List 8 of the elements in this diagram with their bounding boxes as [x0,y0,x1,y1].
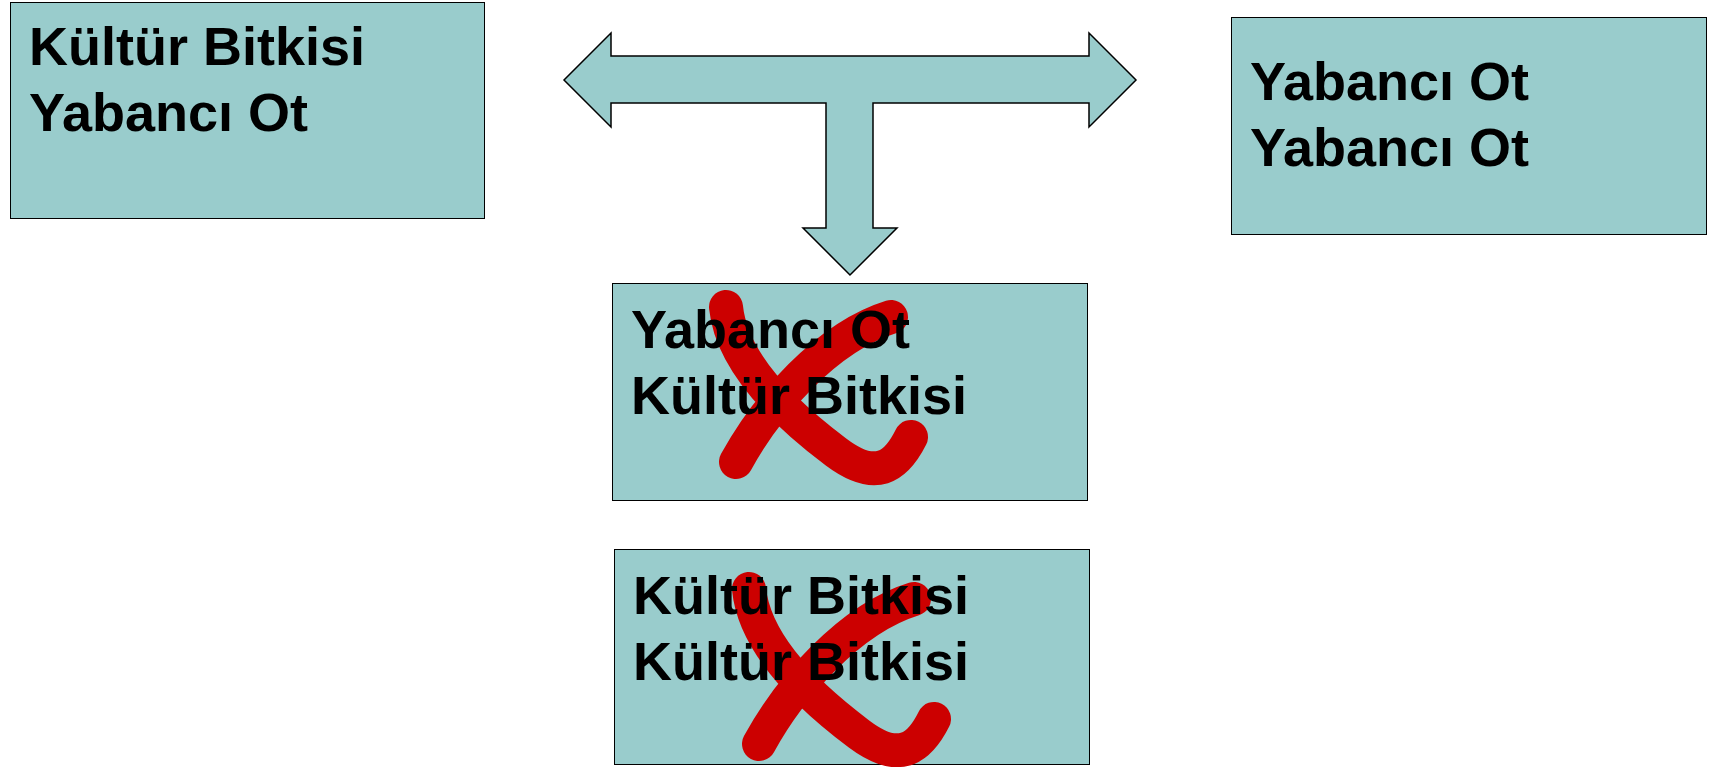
box-text: Yabancı Ot [29,81,309,144]
box-text: Yabancı Ot [1250,116,1530,179]
text-box [612,283,1088,501]
box-text: Yabancı Ot [1250,50,1530,113]
t-arrow [562,31,1138,277]
text-box [1231,17,1707,235]
text-box [10,2,485,219]
box-text: Kültür Bitkisi [29,15,366,78]
